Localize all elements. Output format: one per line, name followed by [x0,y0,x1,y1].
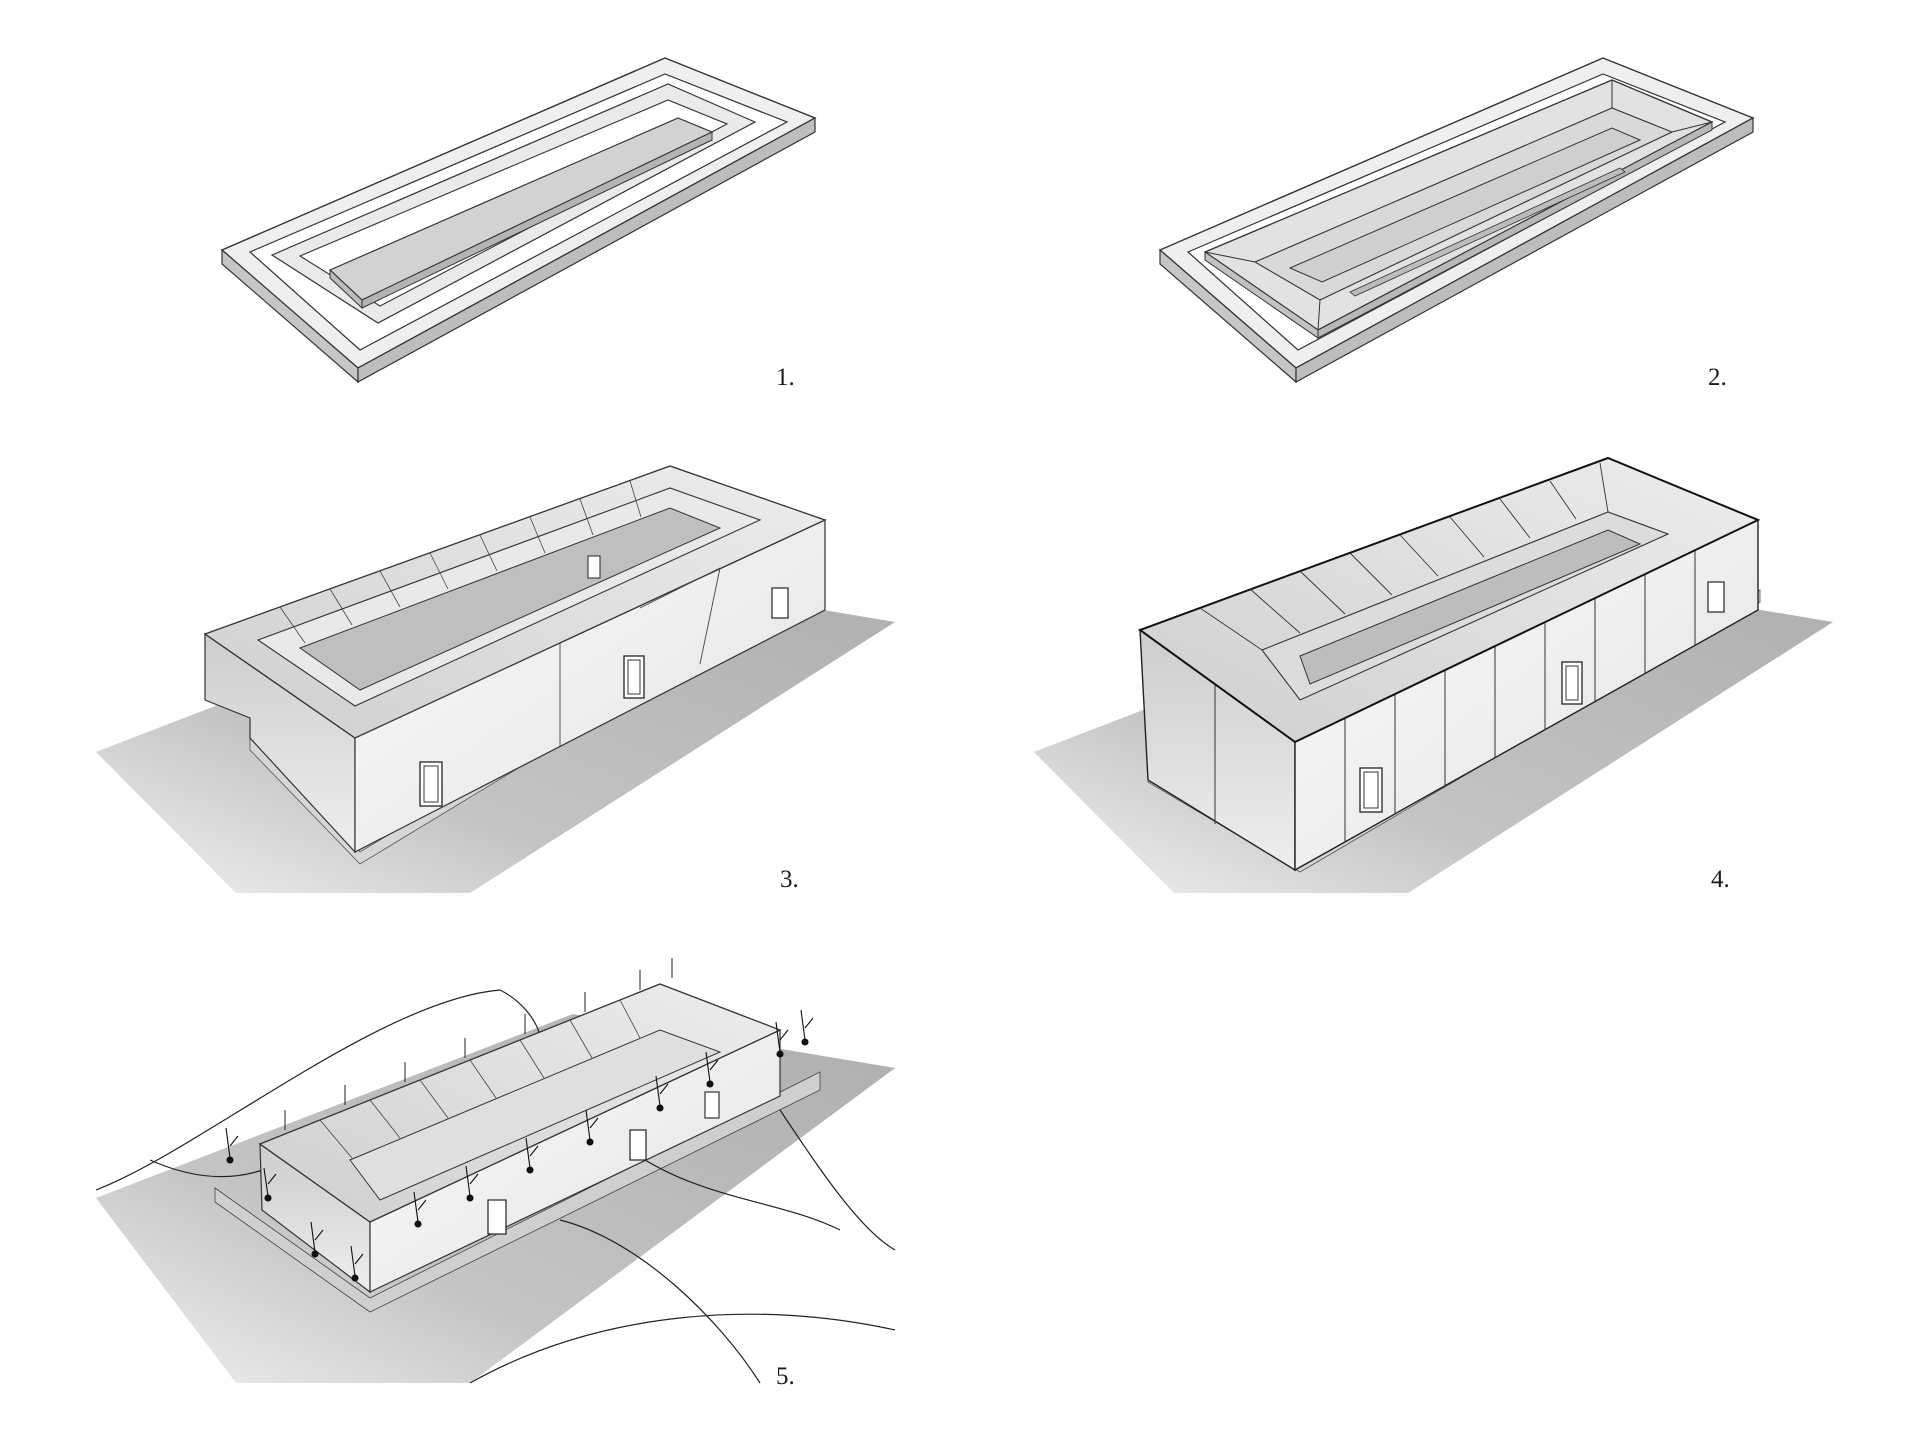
step-5-site-and-trees [95,958,896,1384]
tree [413,1191,427,1228]
roof-rafters [1199,462,1609,651]
tree [525,1137,539,1174]
step-label-5: 5. [776,1363,795,1390]
tree [263,1167,277,1202]
door-1 [1359,767,1383,813]
facade-lines [354,567,721,746]
site-paths [95,989,896,1384]
tree [350,1245,364,1282]
wall-panel-joints [1214,550,1696,842]
roof-rafters [319,999,641,1159]
roof-courtyard-inner [298,507,722,691]
tree [705,1051,719,1088]
door-3 [704,1091,720,1119]
trees [225,1009,814,1282]
step-3-enclosure [96,465,895,893]
tree [310,1221,324,1258]
door-3 [1707,581,1725,613]
roof-rafters [279,480,642,644]
tree [225,1127,239,1164]
roof-opening [1288,127,1642,283]
tree [465,1165,479,1202]
skylight-strip [1349,167,1626,297]
roof-masts [284,958,673,1130]
door-2 [1561,661,1583,705]
roof-courtyard-inner [1299,529,1642,685]
tree [585,1109,599,1146]
paved-apron [214,1071,821,1313]
step-4-translucent-skin [1034,456,1833,893]
door-2 [629,1129,647,1161]
tree [800,1009,814,1046]
door-4 [587,555,601,579]
outer-frame-right-face [357,116,816,384]
step-1-foundation-rings [220,57,817,384]
roof-courtyard-void [349,1029,722,1201]
step-label-2: 2. [1708,364,1727,391]
tree [655,1075,669,1112]
step-label-1: 1. [776,364,795,391]
door-1 [419,761,443,807]
step-label-3: 3. [780,866,799,893]
door-3 [771,587,789,619]
door-1 [487,1199,507,1235]
outer-frame-right-face [1295,116,1754,384]
step-label-4: 4. [1711,866,1730,893]
door-2 [623,655,645,699]
step-2-roof-frame [1158,57,1755,384]
inner-slab-side [361,131,713,309]
tree [775,1021,789,1058]
